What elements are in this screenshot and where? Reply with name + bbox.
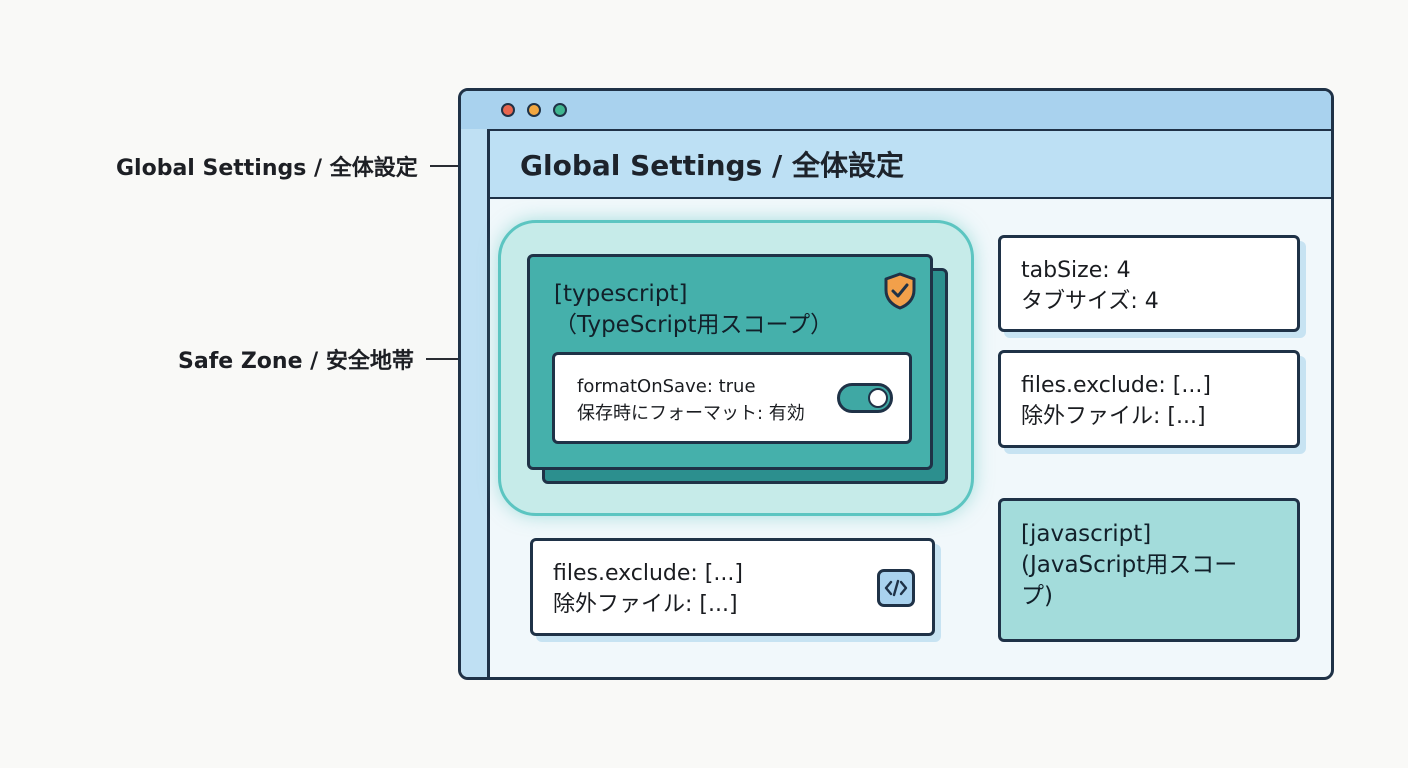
maximize-window-dot[interactable] [553, 103, 567, 117]
global-settings-callout: Global Settings / 全体設定 [116, 150, 466, 182]
typescript-scope-title: [typescript] （TypeScript用スコープ） [554, 279, 833, 341]
page-title: Global Settings / 全体設定 [520, 149, 904, 182]
global-settings-header: Global Settings / 全体設定 [490, 131, 1331, 199]
javascript-scope-card[interactable]: [javascript] (JavaScript用スコー プ) [998, 498, 1300, 642]
window-titlebar [461, 91, 1331, 131]
files-exclude-global-description: 除外ファイル: [...] [553, 592, 738, 617]
files-exclude-setting-card[interactable]: files.exclude: [...] 除外ファイル: [...] [998, 350, 1300, 448]
typescript-scope-id: [typescript] [554, 281, 688, 307]
global-settings-callout-label: Global Settings / 全体設定 [116, 156, 418, 181]
files-exclude-description: 除外ファイル: [...] [1021, 404, 1206, 429]
format-on-save-text: formatOnSave: true 保存時にフォーマット: 有効 [577, 373, 805, 427]
format-on-save-setting[interactable]: formatOnSave: true 保存時にフォーマット: 有効 [552, 352, 912, 444]
format-on-save-description: 保存時にフォーマット: 有効 [577, 403, 805, 424]
files-exclude-global-key: files.exclude: [...] [553, 561, 743, 586]
toggle-knob [868, 388, 888, 408]
close-window-dot[interactable] [501, 103, 515, 117]
typescript-scope-description: （TypeScript用スコープ） [554, 312, 834, 338]
files-exclude-global-text: files.exclude: [...] 除外ファイル: [...] [553, 558, 743, 620]
minimize-window-dot[interactable] [527, 103, 541, 117]
tabsize-setting-card[interactable]: tabSize: 4 タブサイズ: 4 [998, 235, 1300, 332]
format-on-save-toggle[interactable] [837, 383, 893, 413]
safe-zone-callout-label: Safe Zone / 安全地帯 [178, 349, 414, 374]
files-exclude-text: files.exclude: [...] 除外ファイル: [...] [1021, 370, 1211, 432]
files-exclude-global-card[interactable]: files.exclude: [...] 除外ファイル: [...] [530, 538, 935, 636]
code-icon [877, 569, 915, 607]
safe-zone-callout: Safe Zone / 安全地帯 [178, 343, 530, 375]
tabsize-text: tabSize: 4 タブサイズ: 4 [1021, 255, 1159, 317]
tabsize-description: タブサイズ: 4 [1021, 289, 1159, 314]
files-exclude-key: files.exclude: [...] [1021, 373, 1211, 398]
callout-connector-line [429, 165, 466, 167]
format-on-save-key: formatOnSave: true [577, 376, 756, 397]
javascript-scope-title: [javascript] (JavaScript用スコー プ) [1021, 521, 1238, 609]
shield-check-icon [884, 272, 916, 310]
tabsize-key: tabSize: 4 [1021, 258, 1131, 283]
window-sidebar [461, 129, 490, 677]
